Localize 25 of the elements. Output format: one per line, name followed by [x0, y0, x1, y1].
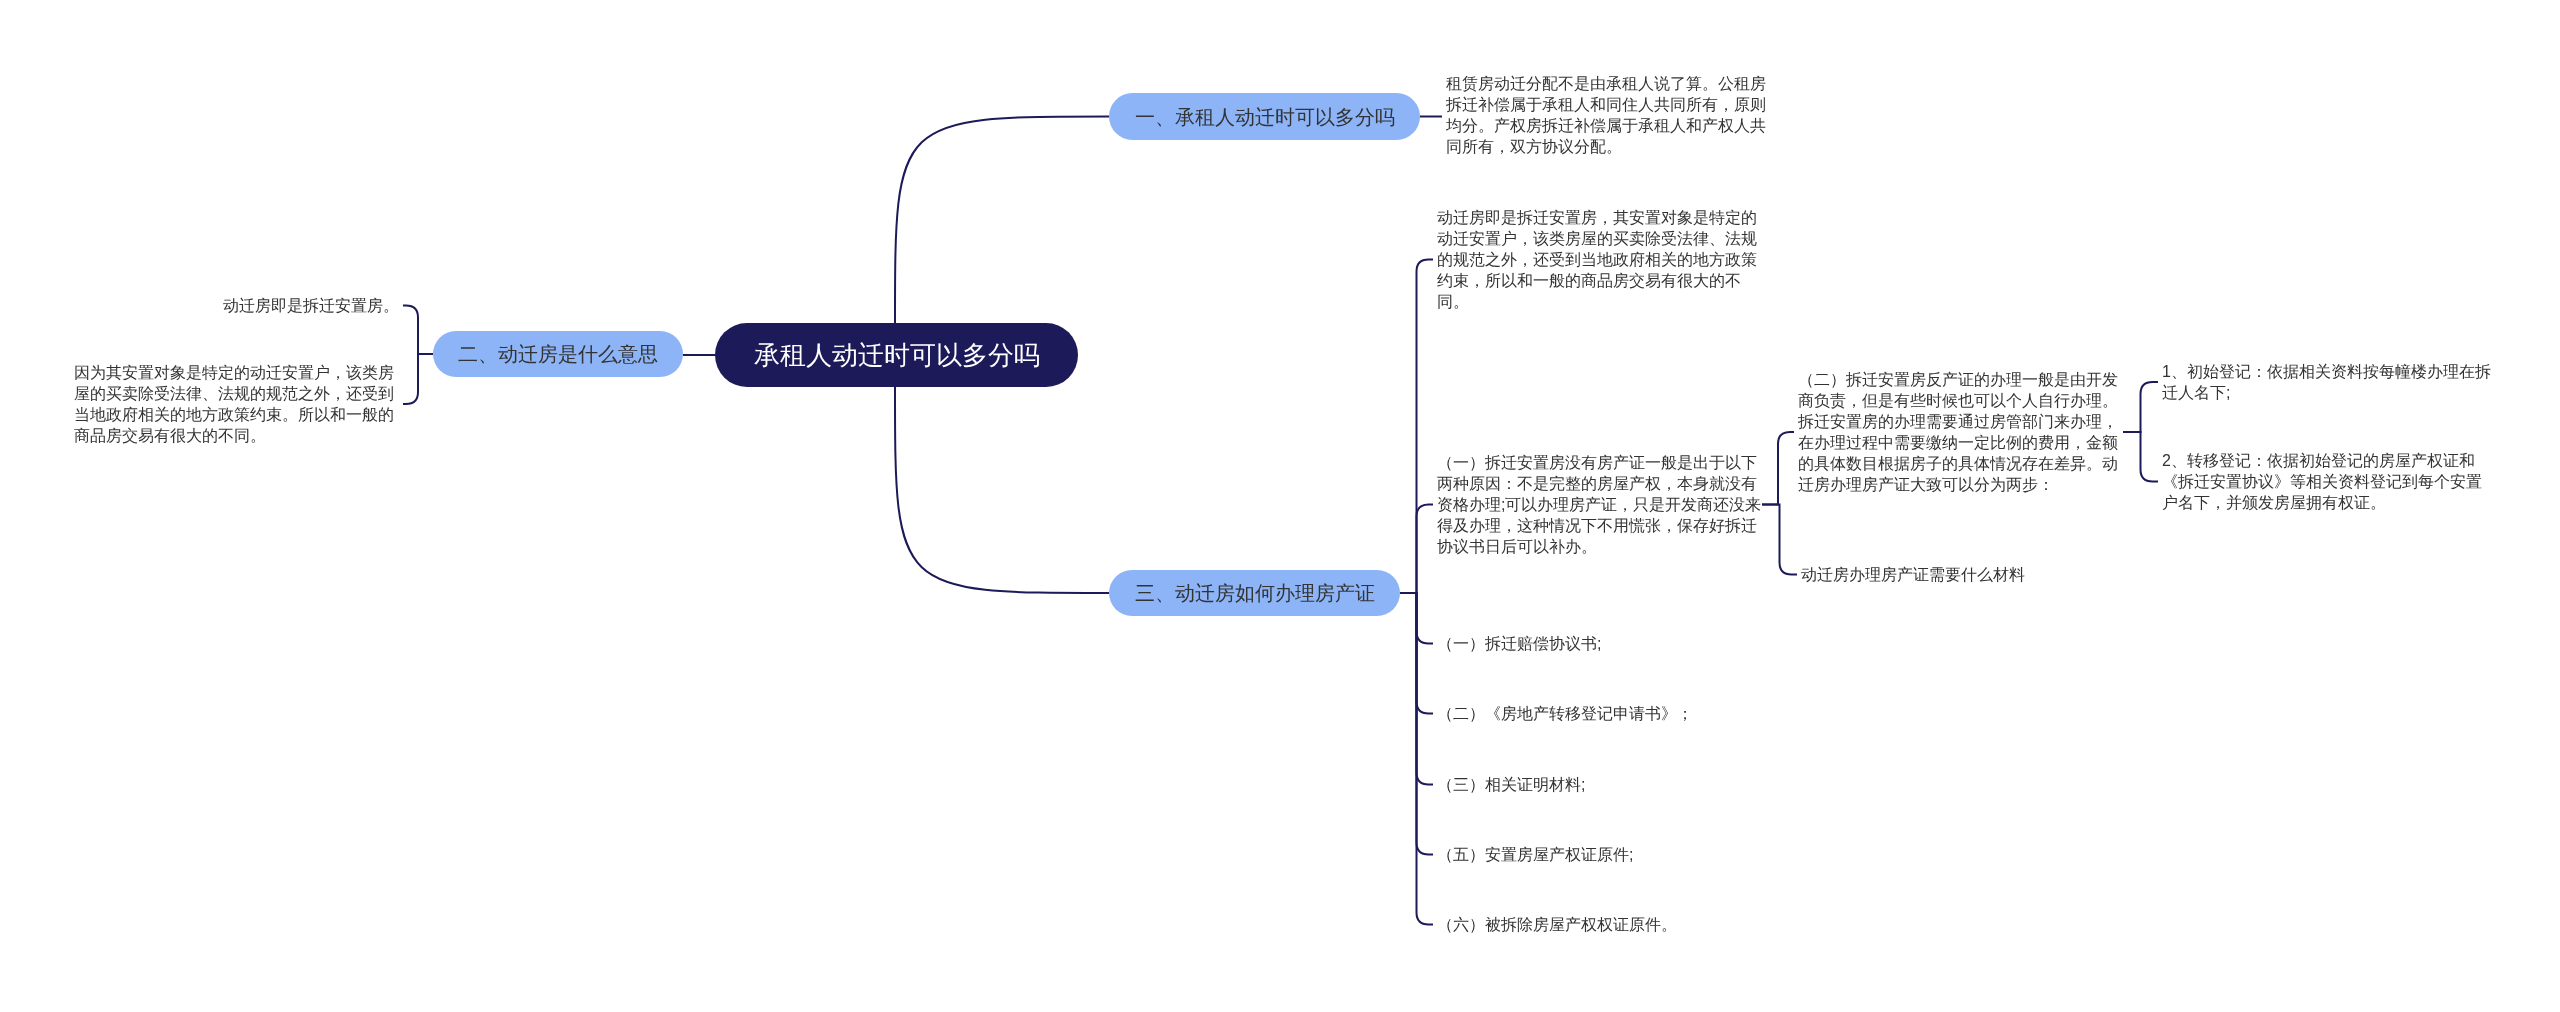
connector-line: [894, 115, 1110, 324]
subtopic-text: 动迁房办理房产证需要什么材料: [1797, 564, 2025, 585]
note-text: 租赁房动迁分配不是由承租人说了算。公租房拆迁补偿属于承租人和同住人共同所有，原则均分。产权房拆迁补偿属于承租人和产权人共同所有，双方协议分配。: [1442, 73, 1772, 157]
note-text: （一）拆迁安置房没有房产证一般是出于以下两种原因：不是完整的房屋产权，本身就没有资格办理;可以办理房产证，只是开发商还没来得及办理，这种情况下不用慌张，保存好拆迁协议书日后可以补办。: [1433, 452, 1762, 557]
connector-line: [682, 354, 716, 356]
step-text: 1、初始登记：依据相关资料按每幢楼办理在拆迁人名下;: [2158, 361, 2492, 403]
connector-line: [402, 353, 434, 405]
connector-line: [894, 386, 1110, 594]
connector-line: [1399, 592, 1434, 926]
note-text: 动迁房即是拆迁安置房，其安置对象是特定的动迁安置户，该类房屋的买卖除受法律、法规的规范之外，还受到当地政府相关的地方政策约束，所以和一般的商品房交易有很大的不同。: [1433, 207, 1762, 312]
note-text: 动迁房即是拆迁安置房。: [223, 295, 403, 316]
branch-topic: 一、承租人动迁时可以多分吗: [1109, 93, 1420, 140]
list-item-text: （五）安置房屋产权证原件;: [1433, 844, 1634, 865]
branch-topic: 二、动迁房是什么意思: [433, 331, 683, 377]
note-text: （二）拆迁安置房反产证的办理一般是由开发商负责，但是有些时候也可以个人自行办理。拆迁安置房的办理需要通过房管部门来办理，在办理过程中需要缴纳一定比例的费用，金额的具体数目根据房子的具体情况存在差异。动迁房办理房产证大致可以分为两步：: [1794, 369, 2123, 495]
note-text: 因为其安置对象是特定的动迁安置户，该类房屋的买卖除受法律、法规的规范之外，还受到当地政府相关的地方政策约束。所以和一般的商品房交易有很大的不同。: [74, 362, 403, 446]
list-item-text: （三）相关证明材料;: [1433, 774, 1586, 795]
list-item-text: （一）拆迁赔偿协议书;: [1433, 633, 1602, 654]
connector-line: [2122, 431, 2159, 483]
branch-topic: 三、动迁房如何办理房产证: [1109, 570, 1400, 616]
step-text: 2、转移登记：依据初始登记的房屋产权证和《拆迁安置协议》等相关资料登记到每个安置户名下，并颁发房屋拥有权证。: [2158, 450, 2492, 513]
connector-line: [1419, 115, 1443, 118]
root-topic: 承租人动迁时可以多分吗: [715, 323, 1078, 387]
list-item-text: （六）被拆除房屋产权权证原件。: [1433, 914, 1677, 935]
list-item-text: （二）《房地产转移登记申请书》；: [1433, 703, 1693, 724]
